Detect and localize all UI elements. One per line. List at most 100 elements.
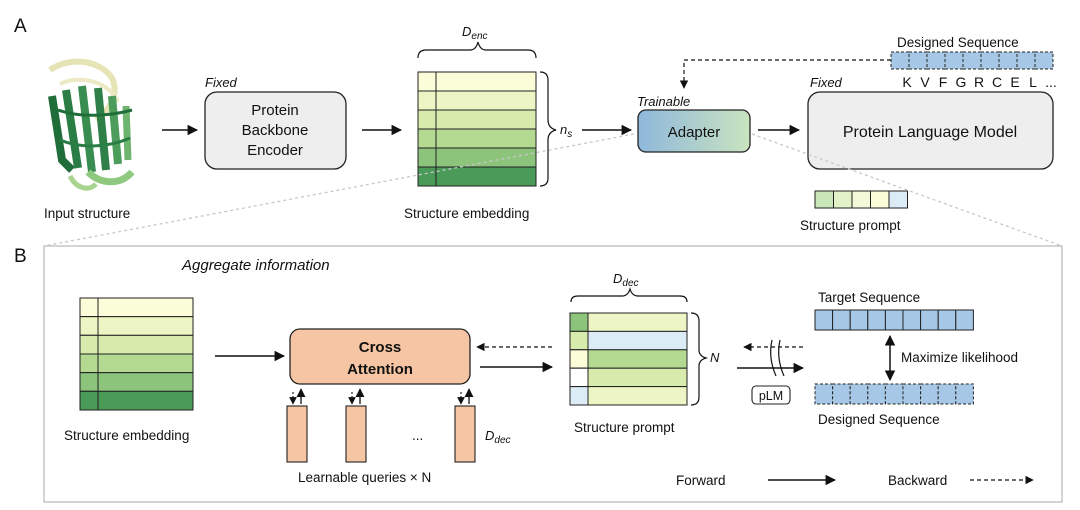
structure-prompt-grid-b (569, 312, 688, 406)
target-sequence-cell (849, 309, 869, 331)
designed-sequence-title-a: Designed Sequence (897, 35, 1019, 50)
structure-prompt-cell (870, 190, 890, 209)
embedding-row-index-cell (79, 353, 99, 374)
protein-backbone-encoder-box (204, 91, 347, 170)
n-brace (690, 312, 709, 406)
sequence-letter: G (956, 74, 967, 90)
learnable-query-column (454, 405, 476, 463)
cross-attention-line2: Attention (347, 361, 413, 378)
designed-sequence-cell (920, 383, 939, 405)
d-enc-brace (417, 41, 537, 59)
adapter-label: Adapter (668, 124, 721, 141)
learnable-query-column (286, 405, 308, 463)
embedding-row-index-cell (79, 390, 99, 411)
sequence-letter: C (992, 74, 1002, 90)
adapter-box (637, 109, 751, 153)
embedding-row-index-cell (569, 386, 589, 406)
designed-sequence-cell (832, 383, 851, 405)
backward-arrow-sequence-to-adapter (679, 59, 891, 89)
structure-prompt-caption-b: Structure prompt (574, 420, 675, 435)
target-sequence-cell (884, 309, 904, 331)
structure-prompt-cells-a (814, 190, 908, 209)
d-dec-brace (570, 286, 688, 303)
designed-sequence-cell (962, 51, 982, 70)
designed-sequence-cell (890, 51, 910, 70)
target-sequence-cell (814, 309, 834, 331)
designed-sequence-cell (937, 383, 957, 405)
sequence-letter: E (1010, 74, 1019, 90)
adapter-trainable-tag: Trainable (637, 94, 690, 109)
learnable-query-column (345, 405, 367, 463)
structure-embedding-caption-a: Structure embedding (404, 206, 529, 221)
designed-sequence-cell (944, 51, 964, 70)
encoder-label-line1: Protein (251, 102, 299, 119)
panel-b-frame (43, 245, 1063, 503)
embedding-row-index-cell (569, 312, 589, 332)
panel-b-label: B (14, 246, 27, 267)
embedding-row-index-cell (417, 128, 437, 149)
designed-sequence-label-b: Designed Sequence (818, 412, 940, 427)
cross-attention-line1: Cross (359, 339, 402, 356)
embedding-row-index-cell (417, 90, 437, 111)
designed-sequence-cell (867, 383, 886, 405)
learnable-queries (286, 388, 476, 463)
embedding-row-index-cell (417, 71, 437, 92)
designed-sequence-cells-a (890, 51, 1054, 70)
zoom-guide-left (43, 133, 635, 247)
structure-prompt-cell (851, 190, 871, 209)
maximize-likelihood-label: Maximize likelihood (901, 350, 1018, 365)
embedding-row-index-cell (79, 334, 99, 355)
sequence-letter: R (974, 74, 984, 90)
d-dec-label: Ddec (613, 271, 639, 289)
sequence-letter: V (920, 74, 930, 90)
embedding-row-index-cell (79, 316, 99, 336)
designed-sequence-cell (926, 51, 946, 70)
structure-embedding-grid (417, 71, 537, 187)
embedding-row-index-cell (569, 330, 589, 351)
designed-sequence-cell (902, 383, 922, 405)
sequence-letter: ... (1045, 74, 1057, 90)
encoder-label-line3: Encoder (247, 142, 303, 159)
n-s-brace (539, 71, 557, 187)
target-sequence-cell (902, 309, 922, 331)
input-structure-caption: Input structure (44, 206, 130, 221)
designed-sequence-cell (814, 383, 834, 405)
structure-prompt-cell (833, 190, 853, 209)
structure-prompt-cell (888, 190, 908, 209)
sequence-letter: L (1029, 74, 1037, 90)
embedding-row-index-cell (569, 349, 589, 369)
structure-embedding-grid-b (79, 297, 194, 411)
target-sequence-cell (920, 309, 939, 331)
cross-attention-box (289, 328, 471, 385)
designed-sequence-cell (955, 383, 974, 405)
plm-tag-box (751, 385, 791, 405)
designed-sequence-cells-b (814, 383, 974, 405)
embedding-row-index-cell (417, 147, 437, 168)
embedding-row-index-cell (79, 297, 99, 318)
d-enc-label: Denc (462, 24, 488, 42)
aggregate-information-title: Aggregate information (181, 257, 330, 274)
designed-sequence-cell (998, 51, 1018, 70)
designed-sequence-cell (884, 383, 904, 405)
n-label: N (710, 350, 720, 365)
sequence-letter: F (939, 74, 948, 90)
target-sequence-cell (867, 309, 886, 331)
embedding-row-index-cell (417, 166, 437, 187)
embedding-row-index-cell (417, 109, 437, 130)
designed-sequence-cell (1016, 51, 1036, 70)
encoder-fixed-tag: Fixed (205, 75, 238, 90)
break-mark-left (770, 339, 777, 377)
target-sequence-cell (832, 309, 851, 331)
query-dim-label: Ddec (485, 428, 511, 446)
break-mark-right (778, 339, 785, 377)
plm-tag: pLM (759, 389, 783, 403)
legend-forward-label: Forward (676, 473, 726, 488)
protein-language-model-box (807, 91, 1054, 170)
learnable-queries-caption: Learnable queries × N (298, 470, 431, 485)
designed-sequence-cell (849, 383, 869, 405)
designed-sequence-cell (908, 51, 928, 70)
target-sequence-label: Target Sequence (818, 290, 920, 305)
n-s-label: ns (560, 122, 572, 140)
